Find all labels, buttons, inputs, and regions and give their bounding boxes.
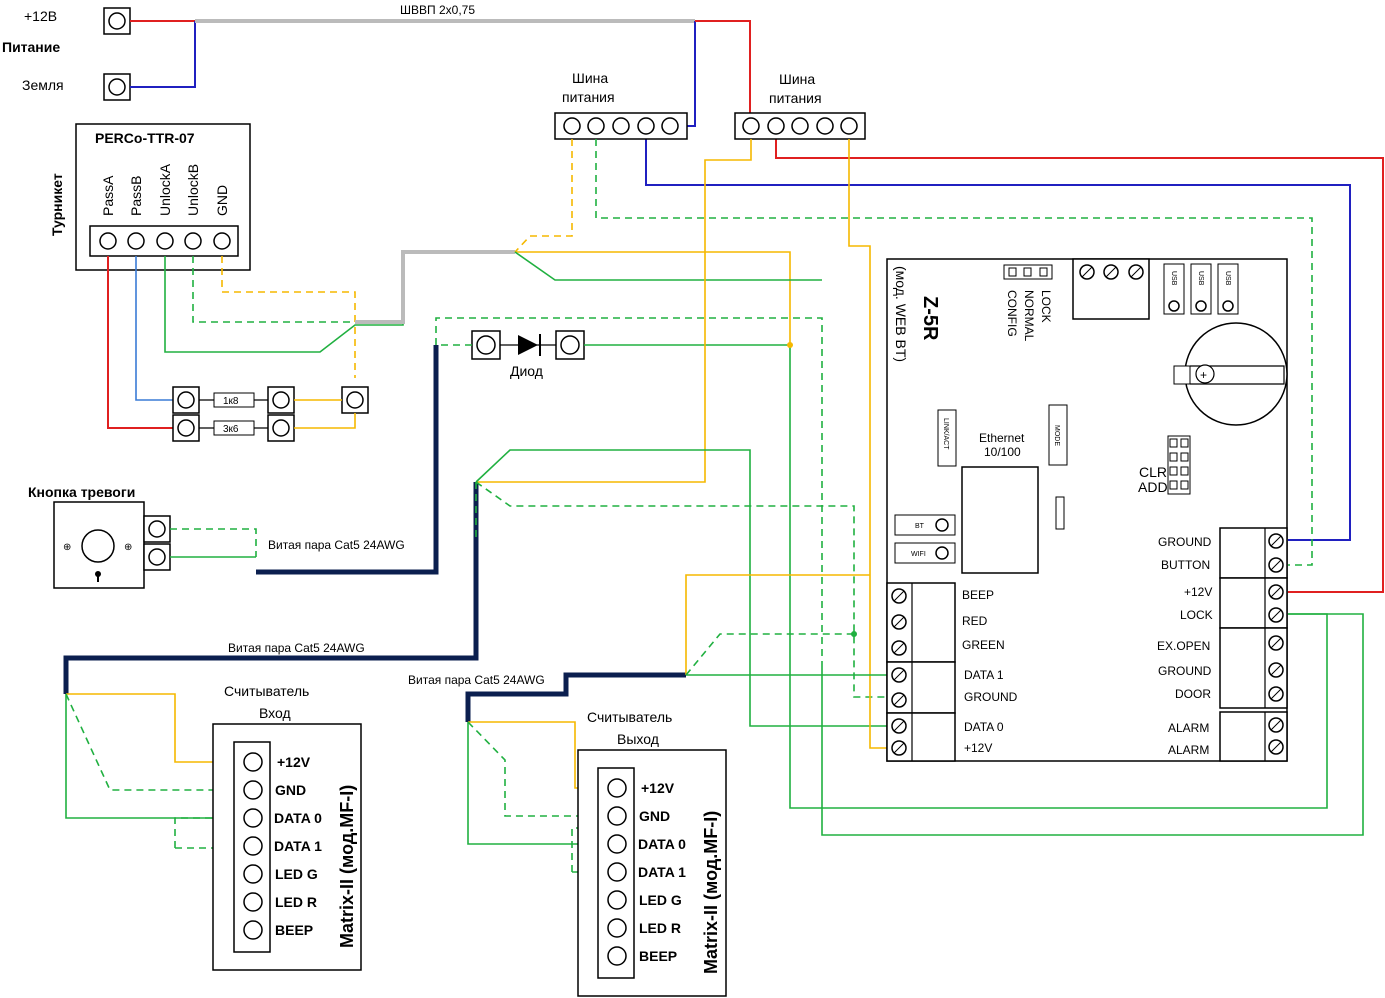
twisted-pair-label-2: Витая пара Cat5 24AWG <box>228 641 365 655</box>
reader-in-pin-12v: +12V <box>277 754 311 770</box>
term-ground-door: GROUND <box>1158 664 1212 678</box>
reader-out-pin-beep: BEEP <box>639 948 677 964</box>
reader-out-pin-data0: DATA 0 <box>638 836 686 852</box>
resistor-circuit: 1к8 3к6 <box>172 386 369 442</box>
turnstile-pin-passb: PassB <box>128 176 144 216</box>
bus-right: Шина питания <box>734 71 866 140</box>
turnstile-block: Турникет PERCo-TTR-07 PassA PassB Unlock… <box>49 123 251 271</box>
twisted-pair-label-3: Витая пара Cat5 24AWG <box>408 673 545 687</box>
bus-left-label-1: Шина <box>572 70 608 86</box>
reader-out-pin-12v: +12V <box>641 780 675 796</box>
term-alarm-2: ALARM <box>1168 743 1209 757</box>
power-ground-label: Земля <box>22 77 64 93</box>
term-lock: LOCK <box>1180 608 1213 622</box>
reader-in-pin-data1: DATA 1 <box>274 838 322 854</box>
jumper-config: CONFIG <box>1005 290 1019 337</box>
term-data1: DATA 1 <box>964 668 1004 682</box>
diode-label: Диод <box>510 363 543 379</box>
term-green: GREEN <box>962 638 1005 652</box>
power-cable-label: ШВВП 2х0,75 <box>400 3 475 17</box>
ethernet-label-1: Ethernet <box>979 431 1025 445</box>
term-exopen: EX.OPEN <box>1157 639 1210 653</box>
term-data0: DATA 0 <box>964 720 1004 734</box>
reader-in-pin-gnd: GND <box>275 782 306 798</box>
resistor-1k8: 1к8 <box>223 396 239 407</box>
controller-z5r: Z-5R (мод. WEB BT) LOCK NORMAL CONFIG US… <box>886 258 1288 762</box>
turnstile-pin-gnd: GND <box>214 185 230 216</box>
bus-right-label-2: питания <box>769 90 822 106</box>
power-plus-label: +12В <box>24 8 57 24</box>
reader-in-pin-ledg: LED G <box>275 866 318 882</box>
reader-out-pin-ledr: LED R <box>639 920 681 936</box>
signal-wires <box>65 139 1364 873</box>
term-door: DOOR <box>1175 687 1211 701</box>
reader-out-model: Matrix-II (мод.MF-I) <box>701 811 721 974</box>
power-input: +12В Питание Земля ШВВП 2х0,75 <box>2 3 475 101</box>
reader-out-pin-gnd: GND <box>639 808 670 824</box>
svg-text:⊕: ⊕ <box>124 542 132 553</box>
mode-label: MODE <box>1053 425 1060 446</box>
reader-in-title-1: Считыватель <box>224 683 309 699</box>
term-ground-left: GROUND <box>964 690 1018 704</box>
term-red: RED <box>962 614 988 628</box>
reader-out-title-1: Считыватель <box>587 709 672 725</box>
add-label: ADD <box>1138 479 1168 495</box>
turnstile-pin-unlocka: UnlockA <box>157 163 173 216</box>
reader-in-pin-ledr: LED R <box>275 894 317 910</box>
clr-label: CLR <box>1139 464 1167 480</box>
usb-2: USB <box>1197 271 1204 286</box>
bus-left-label-2: питания <box>562 89 615 105</box>
turnstile-pin-passa: PassA <box>100 175 116 216</box>
twisted-pair-label-1: Витая пара Cat5 24AWG <box>268 538 405 552</box>
reader-out-title-2: Выход <box>617 731 659 747</box>
bus-left: Шина питания <box>554 70 688 140</box>
wifi-label: WIFI <box>911 551 926 558</box>
bus-right-label-1: Шина <box>779 71 815 87</box>
alarm-button: Кнопка тревоги ⊕ ⊕ Витая пара Cat5 24AWG <box>28 484 405 589</box>
reader-in-pin-data0: DATA 0 <box>274 810 322 826</box>
power-title: Питание <box>2 39 60 55</box>
svg-text:+: + <box>1200 368 1207 382</box>
usb-3: USB <box>1224 271 1231 286</box>
term-ground-right: GROUND <box>1158 535 1212 549</box>
controller-variant: (мод. WEB BT) <box>893 266 909 362</box>
turnstile-pin-unlockb: UnlockB <box>185 164 201 216</box>
jumper-normal: NORMAL <box>1022 290 1036 342</box>
turnstile-wires <box>107 250 515 429</box>
turnstile-side-label: Турникет <box>49 173 65 236</box>
link-act-label: LINK/ACT <box>942 418 949 450</box>
reader-in-title-2: Вход <box>259 705 291 721</box>
controller-model: Z-5R <box>919 296 941 341</box>
reader-out-pin-ledg: LED G <box>639 892 682 908</box>
reader-out-pin-data1: DATA 1 <box>638 864 686 880</box>
turnstile-model: PERCo-TTR-07 <box>95 130 195 146</box>
usb-1: USB <box>1170 271 1177 286</box>
term-alarm-1: ALARM <box>1168 721 1209 735</box>
ethernet-label-2: 10/100 <box>984 445 1021 459</box>
twisted-pair-cables: Витая пара Cat5 24AWG Витая пара Cat5 24… <box>63 345 686 722</box>
reader-in-pin-beep: BEEP <box>275 922 313 938</box>
term-12v-left: +12V <box>964 741 992 755</box>
jumper-lock: LOCK <box>1039 290 1053 323</box>
term-12v-right: +12V <box>1184 585 1212 599</box>
alarm-button-label: Кнопка тревоги <box>28 484 135 500</box>
svg-text:⊕: ⊕ <box>63 542 71 553</box>
reader-in: Считыватель Вход +12V GND DATA 0 DATA 1 … <box>212 683 362 971</box>
reader-in-model: Matrix-II (мод.MF-I) <box>337 785 357 948</box>
reader-out: Считыватель Выход +12V GND DATA 0 DATA 1… <box>577 709 727 997</box>
resistor-3k6: 3к6 <box>223 424 239 435</box>
term-beep: BEEP <box>962 588 994 602</box>
bt-label: BT <box>915 523 925 530</box>
term-button: BUTTON <box>1161 558 1210 572</box>
